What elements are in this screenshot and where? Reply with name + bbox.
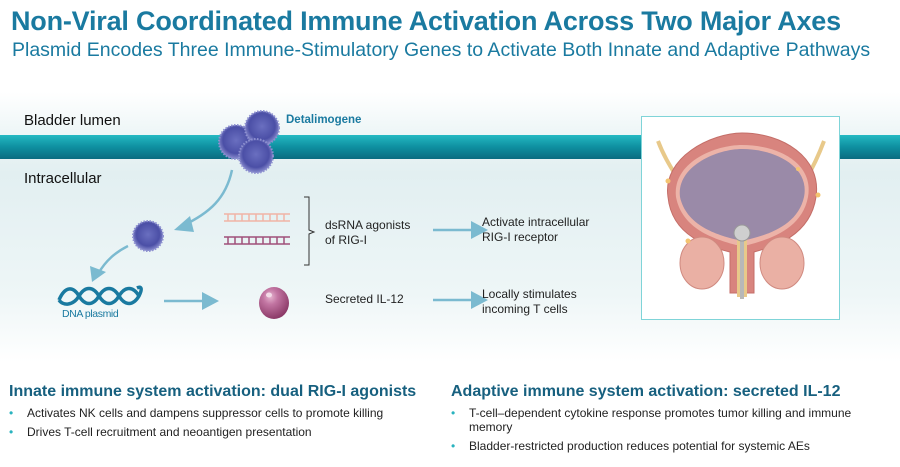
page-subtitle: Plasmid Encodes Three Immune-Stimulatory… (12, 39, 871, 61)
bladder-lumen-label: Bladder lumen (24, 112, 121, 129)
nanoparticle-cluster-icon (218, 110, 280, 174)
dna-plasmid-label: DNA plasmid (62, 308, 119, 320)
dna-plasmid-icon (57, 285, 143, 306)
secreted-il12-label: Secreted IL-12 (325, 292, 404, 306)
nanoparticle-icon (132, 220, 164, 252)
tcell-effect-label: Locally stimulates incoming T cells (482, 287, 577, 316)
list-item: Drives T-cell recruitment and neoantigen… (9, 425, 439, 439)
dsrna-strand-icon (224, 213, 290, 245)
intracellular-label: Intracellular (24, 170, 102, 187)
dsrna-agonists-label: dsRNA agonists of RIG-I (325, 218, 411, 247)
curved-arrow-icon (90, 244, 129, 282)
nanoparticle-icon (238, 138, 274, 174)
adaptive-bullet-list: T-cell–dependent cytokine response promo… (451, 406, 871, 458)
bracket-icon (304, 196, 316, 266)
innate-section-heading: Innate immune system activation: dual RI… (9, 383, 417, 400)
right-arrow-icon (164, 292, 219, 310)
curved-arrow-icon (174, 169, 234, 232)
right-arrow-icon (433, 221, 488, 239)
bladder-anatomy-icon (656, 132, 826, 299)
adaptive-section-heading: Adaptive immune system activation: secre… (451, 383, 841, 400)
innate-bullet-list: Activates NK cells and dampens suppresso… (9, 406, 439, 444)
list-item: T-cell–dependent cytokine response promo… (451, 406, 871, 434)
right-arrow-icon (433, 291, 488, 309)
list-item: Bladder-restricted production reduces po… (451, 439, 871, 453)
bladder-illustration-panel (641, 116, 840, 320)
drug-name-label: Detalimogene (286, 114, 362, 126)
nanoparticle-icon (244, 110, 280, 146)
rigi-effect-label: Activate intracellular RIG-I receptor (482, 215, 590, 244)
page-title: Non-Viral Coordinated Immune Activation … (11, 6, 841, 36)
list-item: Activates NK cells and dampens suppresso… (9, 406, 439, 420)
il12-sphere-icon (259, 287, 289, 319)
